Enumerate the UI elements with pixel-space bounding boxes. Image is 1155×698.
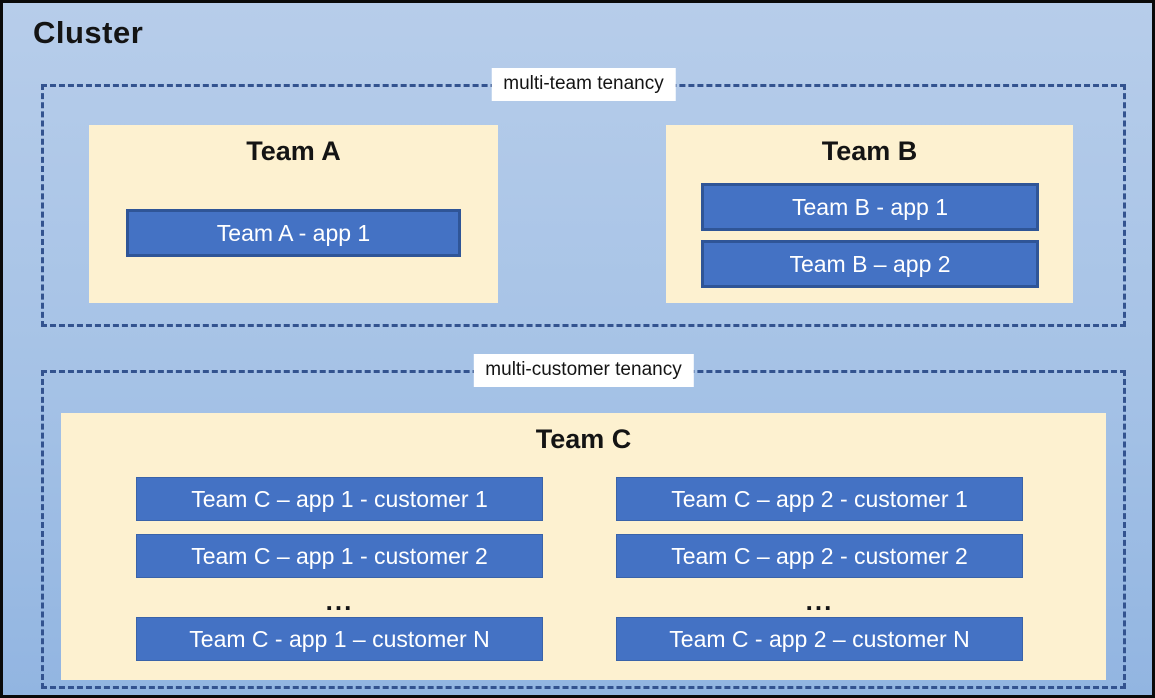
team-b-box: Team B Team B - app 1 Team B – app 2 (666, 125, 1073, 303)
team-b-app-2: Team B – app 2 (701, 240, 1039, 288)
multi-customer-tenancy-label: multi-customer tenancy (473, 354, 694, 387)
team-c-app1-column: Team C – app 1 - customer 1 Team C – app… (136, 477, 543, 674)
team-b-app-1: Team B - app 1 (701, 183, 1039, 231)
team-c-app1-customer-2: Team C – app 1 - customer 2 (136, 534, 543, 578)
cluster-title: Cluster (33, 15, 144, 50)
multi-customer-tenancy-section: multi-customer tenancy Team C Team C – a… (41, 354, 1126, 689)
team-b-title: Team B (821, 136, 918, 166)
team-c-app1-customer-1: Team C – app 1 - customer 1 (136, 477, 543, 521)
team-c-app2-customer-1: Team C – app 2 - customer 1 (616, 477, 1023, 521)
multi-team-tenancy-section: multi-team tenancy Team A Team A - app 1… (41, 68, 1126, 327)
team-a-app-1: Team A - app 1 (126, 209, 461, 257)
team-c-app1-ellipsis: ... (325, 586, 354, 616)
multi-team-tenancy-label: multi-team tenancy (491, 68, 676, 101)
team-c-app2-column: Team C – app 2 - customer 1 Team C – app… (616, 477, 1023, 674)
team-c-app1-customer-n: Team C - app 1 – customer N (136, 617, 543, 661)
team-c-title: Team C (535, 424, 632, 454)
team-c-app2-ellipsis: ... (805, 586, 834, 616)
team-a-box: Team A Team A - app 1 (89, 125, 498, 303)
team-c-app2-customer-2: Team C – app 2 - customer 2 (616, 534, 1023, 578)
team-c-app2-customer-n: Team C - app 2 – customer N (616, 617, 1023, 661)
team-a-title: Team A (246, 136, 341, 166)
team-c-box: Team C Team C – app 1 - customer 1 Team … (61, 413, 1106, 680)
